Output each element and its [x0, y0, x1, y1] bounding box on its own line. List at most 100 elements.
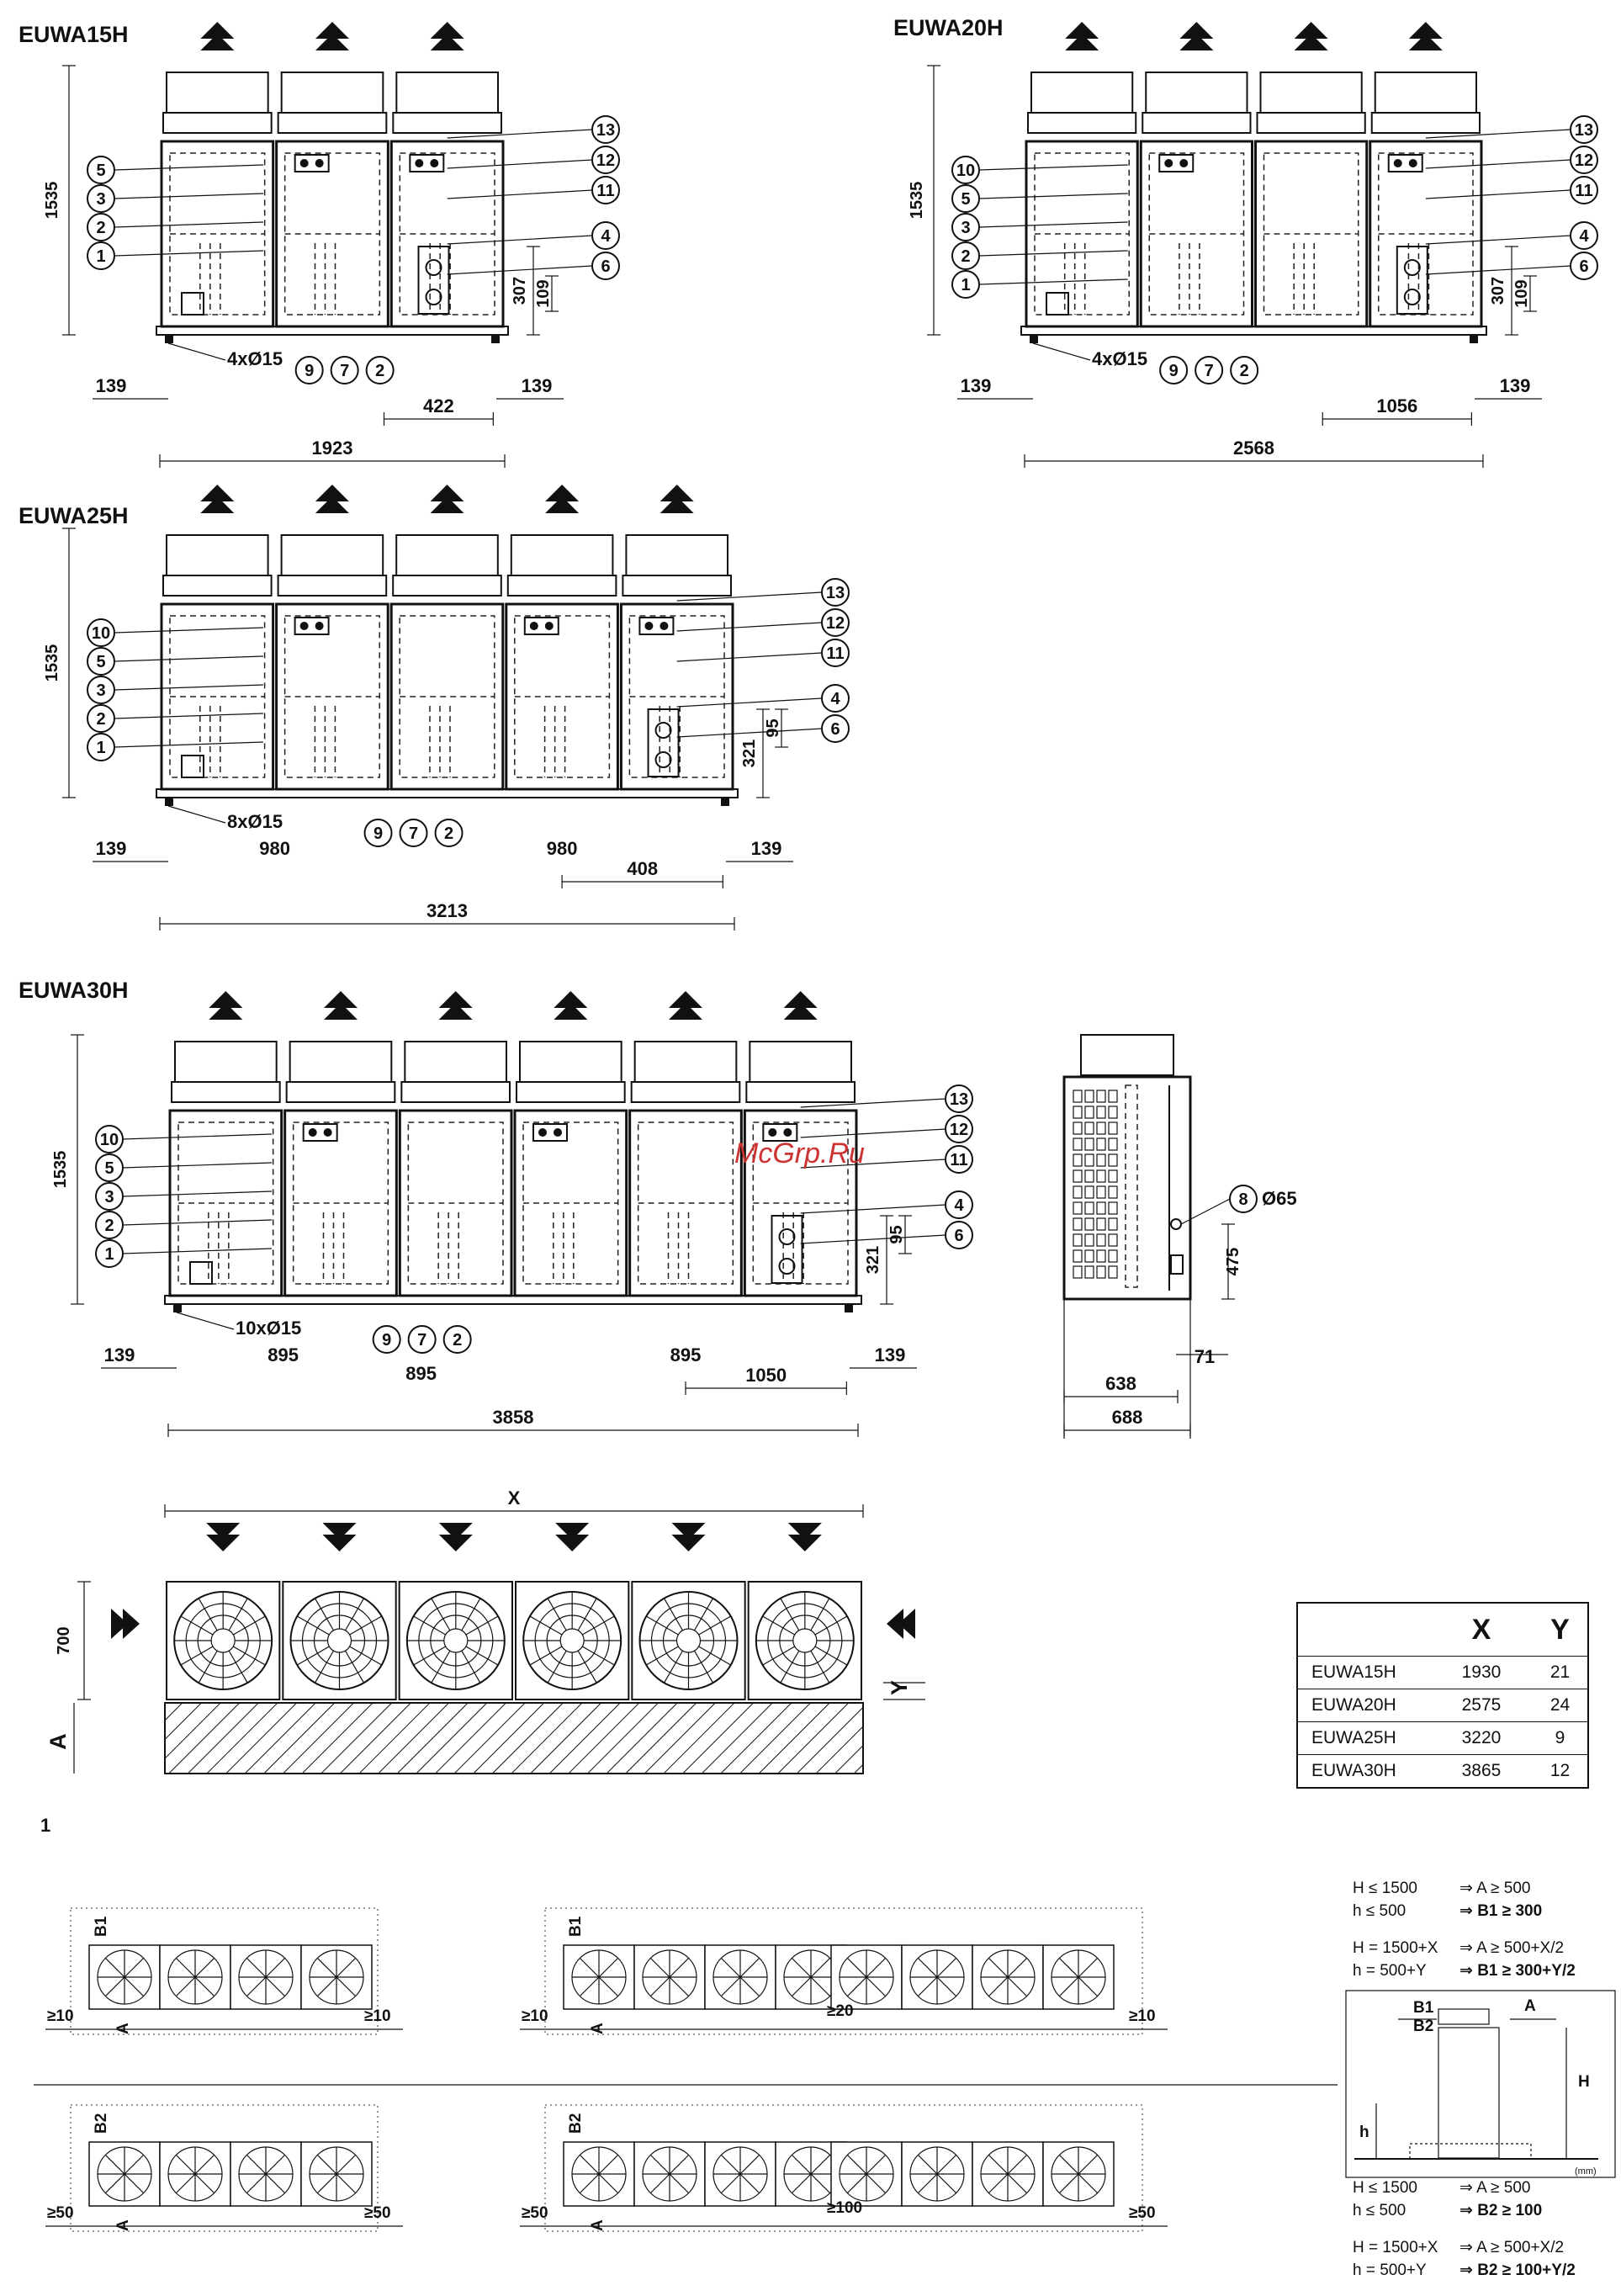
rule-2-b1: ⇒ B1 ≥ 300+Y/2 [1459, 1962, 1576, 1980]
module-pitch-dimension: 895 [670, 1344, 702, 1365]
coil-cell [1084, 1217, 1094, 1231]
callout-4: 4 [945, 1190, 973, 1219]
callout-number: 3 [96, 681, 105, 700]
cell-y: 12 [1532, 1754, 1588, 1788]
cell-x: 3865 [1430, 1754, 1533, 1788]
table-row: EUWA20H 2575 24 [1297, 1689, 1588, 1722]
service-a-label: A [45, 1733, 71, 1750]
height-dimension: 1535 [51, 1151, 70, 1189]
coil-top [162, 112, 273, 134]
height-321-dimension: 321 [740, 740, 759, 767]
coil-top [400, 1081, 511, 1103]
airflow-arrow-icon [430, 22, 464, 50]
clearance-b-label: B2 [567, 2113, 585, 2134]
connection-distance-dimension: 422 [423, 395, 454, 416]
callout-number: 7 [417, 1331, 426, 1349]
callout-6: 6 [945, 1221, 973, 1249]
rule-3-b2: ⇒ B2 ≥ 100 [1459, 2202, 1542, 2219]
callout-number: 11 [1575, 182, 1592, 200]
fan-shroud [280, 72, 384, 114]
feet-hole-label: 4xØ15 [1092, 348, 1147, 369]
callout-3: 3 [951, 213, 980, 241]
airflow-arrow-icon [671, 1523, 706, 1551]
callout-number: 2 [453, 1331, 462, 1349]
rule-1-h: H ≤ 1500 [1353, 1880, 1417, 1897]
fan-guard-icon [167, 1949, 223, 2005]
callout-2: 2 [951, 241, 980, 270]
callout-number: 12 [826, 614, 845, 633]
module-pitch-dimension: 980 [259, 838, 290, 859]
cell-y: 9 [1532, 1721, 1588, 1755]
callout-9: 9 [294, 356, 324, 384]
water-connection-icon [771, 1215, 803, 1284]
clearance-a-label: A [114, 2219, 132, 2231]
cell-x: 2575 [1430, 1689, 1533, 1722]
callout-12: 12 [945, 1115, 973, 1143]
coil-cell [1108, 1201, 1118, 1215]
fan-guard-icon [638, 1591, 739, 1690]
callout-10: 10 [95, 1125, 124, 1153]
coil-top [171, 1081, 281, 1103]
rule-1-hsmall: h ≤ 500 [1353, 1902, 1406, 1920]
fan-shroud [174, 1041, 278, 1083]
callout-2: 2 [1230, 356, 1259, 384]
callout-12: 12 [1570, 146, 1598, 174]
fan-guard-icon [909, 2146, 965, 2202]
coil-top [622, 575, 733, 597]
pipe-offset-dimension: 71 [1195, 1346, 1215, 1367]
callout-number: 11 [596, 182, 614, 200]
mounting-foot [173, 1304, 182, 1312]
fan-guard-icon [839, 2146, 894, 2202]
coil-top [1027, 112, 1137, 134]
table-row: EUWA15H 1930 21 [1297, 1656, 1588, 1689]
fan-shroud [395, 72, 500, 114]
mounting-foot [165, 335, 173, 343]
fan-shroud [1259, 72, 1363, 114]
callout-number: 1 [961, 276, 970, 294]
fan-guard-icon [309, 2146, 364, 2202]
callout-number: 9 [305, 362, 314, 380]
callout-6: 6 [1570, 252, 1598, 280]
rule-3-a: ⇒ A ≥ 500 [1459, 2179, 1530, 2197]
coil-cell [1108, 1233, 1118, 1247]
water-connection-icon [1396, 246, 1428, 315]
fan-shroud [280, 534, 384, 576]
height-307-dimension: 307 [511, 277, 529, 305]
callout-number: 3 [104, 1188, 114, 1206]
fan-module [515, 1581, 630, 1700]
airflow-arrow-icon [315, 485, 349, 513]
coil-cell [1084, 1185, 1094, 1199]
inset-big-h-label: H [1578, 2073, 1590, 2091]
fan-guard-icon [97, 2146, 152, 2202]
coil-cell [1084, 1249, 1094, 1263]
clearance-rules: H ≤ 1500 ⇒ A ≥ 500 h ≤ 500 ⇒ B1 ≥ 300 H … [1353, 1880, 1576, 2279]
top-depth-dimension: 700 [55, 1626, 73, 1654]
fan-shroud [1374, 72, 1477, 114]
fan-shroud [166, 534, 269, 576]
clearance-right-label: ≥10 [364, 2007, 391, 2025]
callout-number: 13 [826, 584, 845, 602]
coil-cell [1108, 1106, 1118, 1119]
coil-cell [1108, 1185, 1118, 1199]
clearance-zone [70, 2104, 379, 2232]
cell-y: 21 [1532, 1656, 1588, 1689]
callout-number: 3 [961, 219, 970, 237]
callout-number: 7 [340, 362, 349, 380]
callout-10: 10 [951, 156, 980, 184]
airflow-arrow-icon [554, 991, 588, 1020]
base-frame [156, 788, 739, 798]
switch-box-icon [294, 617, 330, 635]
rule-2-h: H = 1500+X [1353, 1939, 1438, 1957]
airflow-arrow-icon [787, 1523, 822, 1551]
airflow-arrow-icon [324, 991, 358, 1020]
callout-number: 3 [96, 190, 105, 209]
coil-cell [1073, 1137, 1083, 1151]
clearance-zone [544, 2104, 1143, 2232]
clearance-zone [544, 1907, 1143, 2035]
coil-cell [1096, 1106, 1106, 1119]
callout-4: 4 [591, 221, 620, 250]
callout-number: 1 [96, 247, 105, 266]
height-dimension: 1535 [43, 644, 61, 682]
coil-top [506, 575, 617, 597]
